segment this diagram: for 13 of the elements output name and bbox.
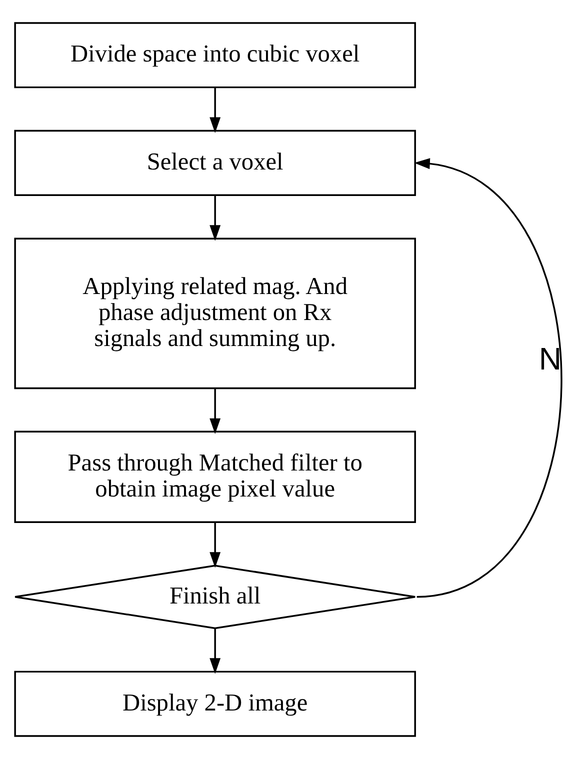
edge-label: N [538,342,562,377]
node-box: Select a voxel [14,130,416,196]
node-box: Applying related mag. And phase adjustment on Rx signals and summing up. [14,238,416,390]
arrow [210,628,221,674]
node-box: Divide space into cubic voxel [14,22,416,88]
node-box: Pass through Matched filter to obtain image pixel value [14,430,416,523]
node-diamond: Finish all [14,564,416,630]
arrow [210,522,221,568]
arrow [210,88,221,133]
arrow [414,158,562,598]
arrow [210,195,221,241]
arrow [210,388,221,434]
node-box: Display 2-D image [14,670,416,737]
